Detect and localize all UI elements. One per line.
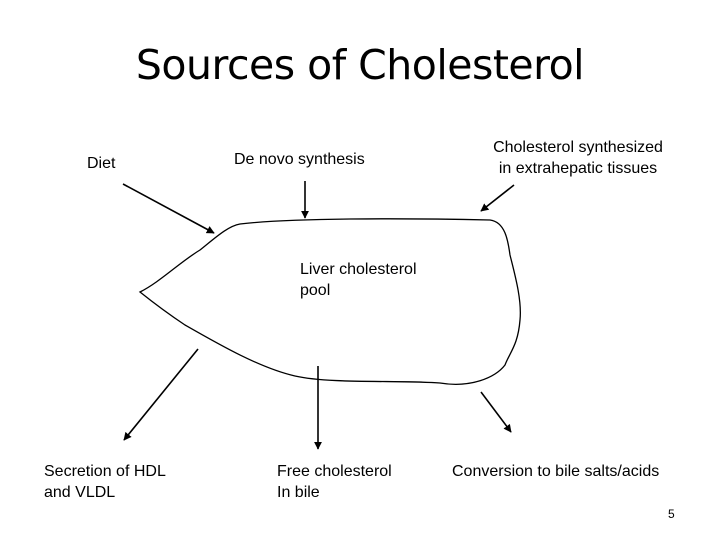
- liver-pool-outline: [138, 218, 521, 385]
- label-secretion: Secretion of HDL and VLDL: [44, 461, 166, 503]
- arrow-extrahepatic: [480, 184, 515, 212]
- label-diet: Diet: [87, 155, 116, 172]
- label-conversion: Conversion to bile salts/acids: [452, 463, 660, 480]
- label-free-cholesterol-line2: In bile: [277, 484, 320, 501]
- arrow-diet: [122, 183, 215, 234]
- arrow-secretion: [123, 348, 199, 441]
- label-de-novo-synthesis: De novo synthesis: [234, 151, 365, 168]
- label-extrahepatic-line1: Cholesterol synthesized: [493, 139, 663, 156]
- label-extrahepatic: Cholesterol synthesized in extrahepatic …: [472, 137, 684, 179]
- label-free-cholesterol: Free cholesterol In bile: [277, 461, 392, 503]
- label-liver-pool-line2: pool: [300, 282, 331, 299]
- label-secretion-line2: and VLDL: [44, 484, 116, 501]
- page-number: 5: [668, 507, 675, 521]
- label-extrahepatic-line2: in extrahepatic tissues: [498, 160, 658, 177]
- label-liver-pool-line1: Liver cholesterol: [300, 261, 417, 278]
- arrow-conversion: [480, 391, 512, 433]
- label-liver-pool: Liver cholesterol pool: [300, 259, 417, 301]
- page-title: Sources of Cholesterol: [135, 41, 585, 89]
- label-free-cholesterol-line1: Free cholesterol: [277, 463, 392, 480]
- label-secretion-line1: Secretion of HDL: [44, 463, 166, 480]
